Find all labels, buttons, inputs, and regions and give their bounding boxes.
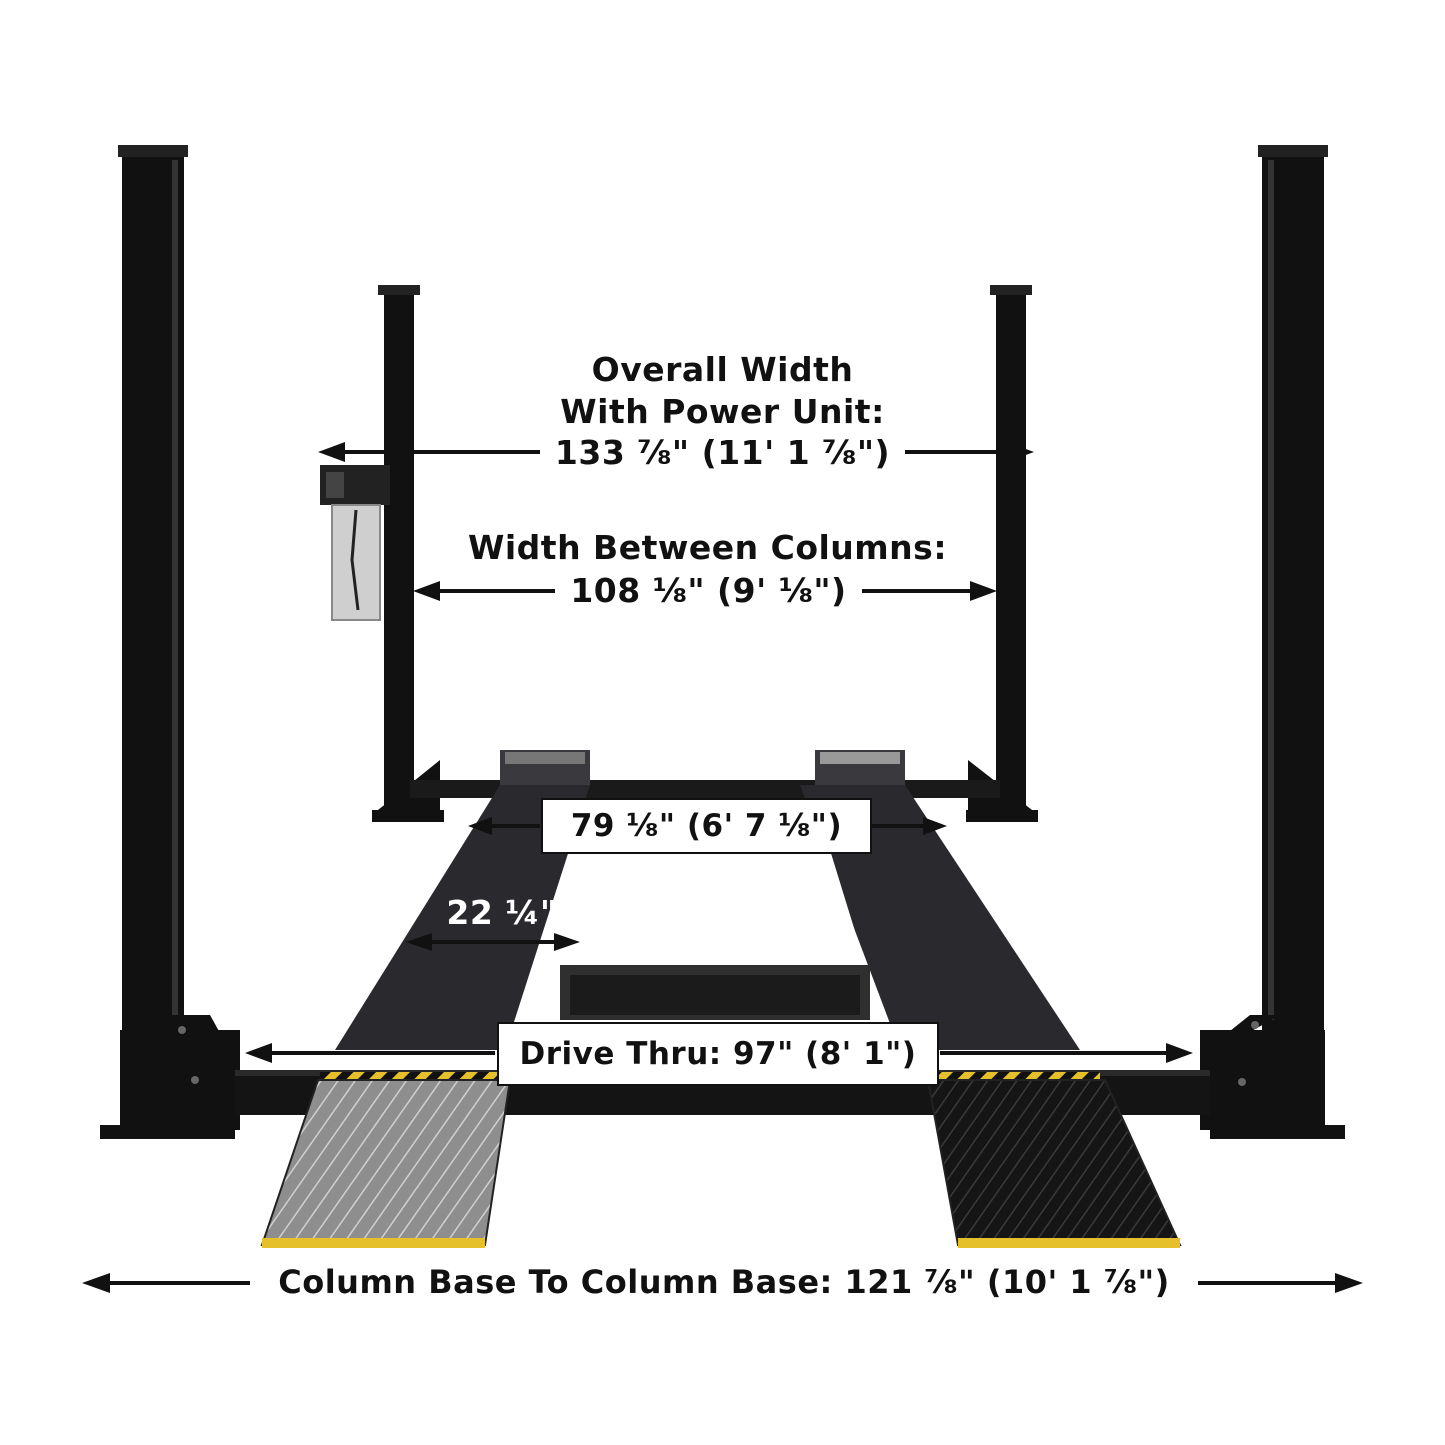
- runways: [335, 750, 1080, 1050]
- overall-width-value: 133 ⅞" (11' 1 ⅞"): [554, 433, 891, 472]
- runway-width-label: 22 ¼": [446, 893, 558, 932]
- between-columns-title: Width Between Columns:: [467, 528, 948, 567]
- rear-right-column: [966, 285, 1038, 822]
- column-base-arrow: [82, 1273, 1363, 1293]
- overall-width-subtitle: With Power Unit:: [560, 392, 885, 431]
- overall-width-title: Overall Width: [591, 350, 854, 389]
- between-columns-arrow: [413, 581, 997, 601]
- rear-left-column: [372, 285, 444, 822]
- power-unit: [320, 465, 390, 621]
- right-approach-ramp: [926, 1079, 1182, 1248]
- drive-thru-label: Drive Thru: 97" (8' 1"): [497, 1022, 939, 1086]
- runway-width-arrow: [406, 933, 580, 951]
- front-right-column: [1200, 145, 1345, 1139]
- front-left-column: [100, 145, 240, 1139]
- left-approach-ramp: [260, 1079, 512, 1248]
- runway-spacing-arrow: [468, 817, 947, 835]
- runway-spacing-label: 79 ⅛" (6' 7 ⅛"): [541, 798, 872, 854]
- overall-width-arrow: [318, 442, 1034, 462]
- between-columns-value: 108 ⅛" (9' ⅛"): [570, 571, 847, 610]
- drive-thru-arrow: [245, 1043, 1193, 1063]
- column-base-label: Column Base To Column Base: 121 ⅞" (10' …: [278, 1263, 1170, 1301]
